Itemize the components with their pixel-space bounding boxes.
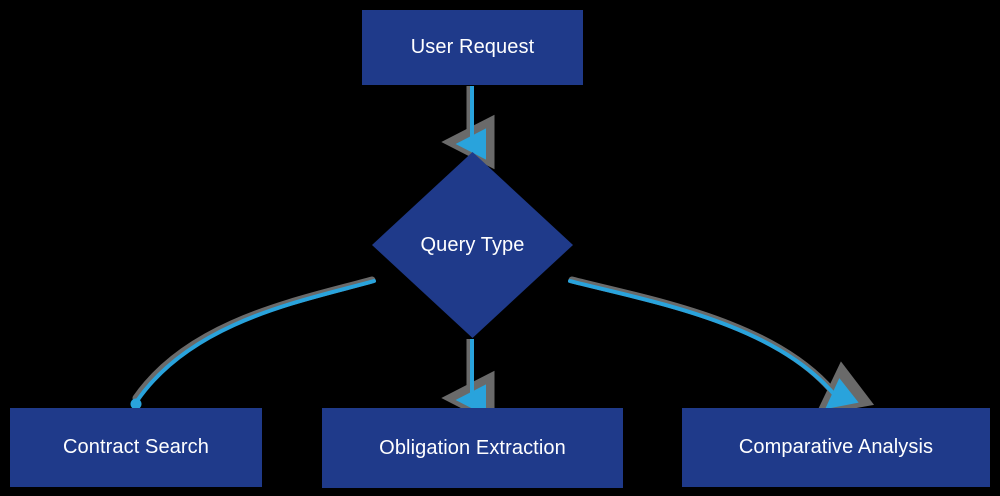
node-user-request[interactable]: User Request [362, 10, 583, 85]
edge-query-type-to-comparative-analysis [568, 279, 859, 410]
edge-query-type-to-contract-search [130, 279, 376, 410]
node-query-type-label: Query Type [420, 233, 525, 256]
node-query-type[interactable]: Query Type [372, 152, 573, 338]
node-obligation-extraction[interactable]: Obligation Extraction [322, 408, 623, 488]
node-user-request-label: User Request [410, 36, 535, 58]
diamond-shape [372, 152, 573, 338]
node-contract-search-label: Contract Search [62, 436, 209, 458]
node-comparative-analysis-label: Comparative Analysis [738, 436, 934, 458]
node-comparative-analysis[interactable]: Comparative Analysis [682, 408, 990, 487]
node-contract-search[interactable]: Contract Search [10, 408, 262, 487]
node-obligation-extraction-label: Obligation Extraction [379, 436, 566, 459]
